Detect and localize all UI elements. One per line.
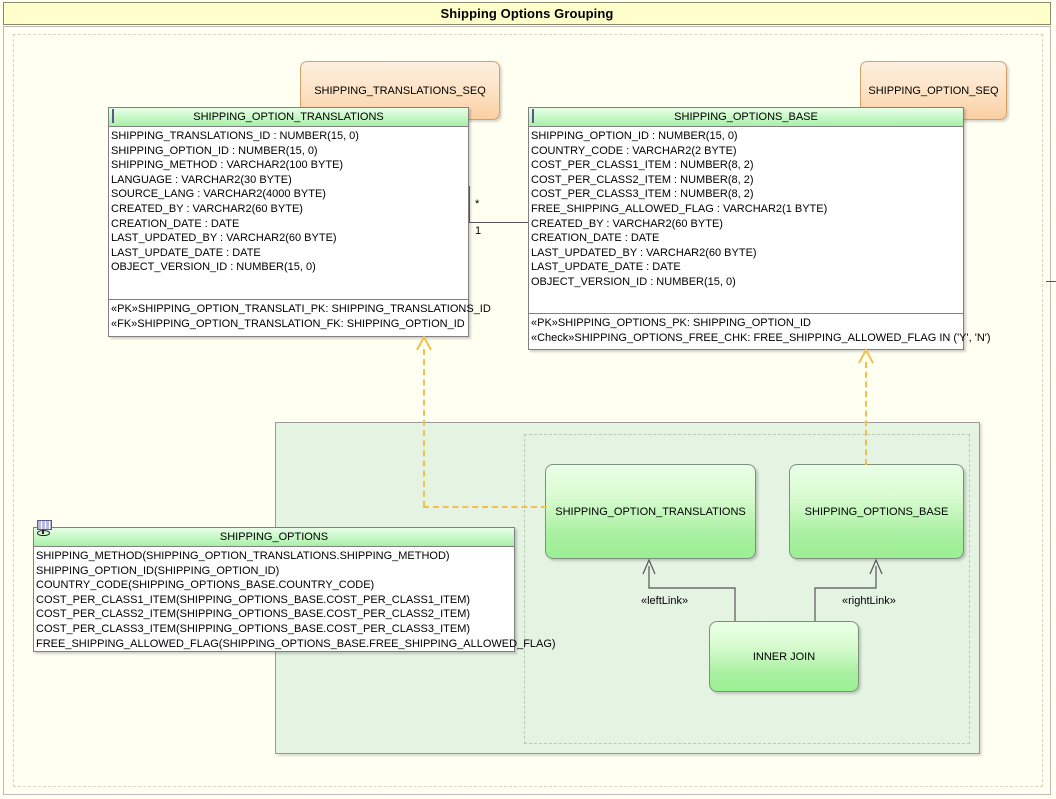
table-shipping-option-translations[interactable]: SHIPPING_OPTION_TRANSLATIONS SHIPPING_TR… [108,107,491,337]
column-row: CREATED_BY : VARCHAR2(60 BYTE) [111,202,303,215]
column-row: LAST_UPDATED_BY : VARCHAR2(60 BYTE) [111,232,337,245]
column-row: SHIPPING_OPTION_ID(SHIPPING_OPTION_ID) [36,564,280,577]
table-header: SHIPPING_OPTION_TRANSLATIONS [109,108,468,127]
table-shipping-options-base[interactable]: SHIPPING_OPTIONS_BASE SHIPPING_OPTION_ID… [528,107,991,350]
column-row: COUNTRY_CODE(SHIPPING_OPTIONS_BASE.COUNT… [36,579,375,592]
column-row: SHIPPING_OPTION_ID : NUMBER(15, 0) [531,130,738,142]
association-source-multiplicity: * [475,198,480,210]
sequence-label: SHIPPING_OPTION_SEQ [868,84,999,97]
dependency-left-horizontal[interactable] [423,506,547,508]
column-row: OBJECT_VERSION_ID : NUMBER(15, 0) [111,261,316,274]
view-columns: SHIPPING_METHOD(SHIPPING_OPTION_TRANSLAT… [34,547,556,651]
offscreen-connector-stub [1046,281,1056,282]
column-row: SOURCE_LANG : VARCHAR2(4000 BYTE) [111,188,326,201]
association-line-vertical[interactable] [469,186,470,222]
join-node-label: SHIPPING_OPTION_TRANSLATIONS [555,505,746,518]
column-row: SHIPPING_METHOD(SHIPPING_OPTION_TRANSLAT… [36,550,450,562]
column-row: COST_PER_CLASS3_ITEM : NUMBER(8, 2) [531,188,754,201]
constraint-row: «PK»SHIPPING_OPTION_TRANSLATI_PK: SHIPPI… [111,303,491,315]
column-row: COST_PER_CLASS1_ITEM(SHIPPING_OPTIONS_BA… [36,593,471,606]
join-node-shipping-option-translations[interactable]: SHIPPING_OPTION_TRANSLATIONS [545,464,756,559]
join-node-label: INNER JOIN [752,650,816,663]
join-node-label: SHIPPING_OPTIONS_BASE [804,505,949,518]
constraint-row: «FK»SHIPPING_OPTION_TRANSLATION_FK: SHIP… [111,317,465,330]
column-row: LANGUAGE : VARCHAR2(30 BYTE) [111,173,292,186]
dependency-left-vertical[interactable] [423,349,425,507]
sequence-label: SHIPPING_TRANSLATIONS_SEQ [314,84,486,97]
view-header: SHIPPING_OPTIONS [34,520,514,547]
association-target-multiplicity: 1 [475,225,482,237]
table-columns: SHIPPING_OPTION_ID : NUMBER(15, 0) COUNT… [529,127,963,313]
column-row: COST_PER_CLASS3_ITEM(SHIPPING_OPTIONS_BA… [36,622,471,635]
column-row: LAST_UPDATE_DATE : DATE [111,246,261,259]
column-row: OBJECT_VERSION_ID : NUMBER(15, 0) [531,275,736,288]
column-row: LAST_UPDATED_BY : VARCHAR2(60 BYTE) [531,246,757,259]
constraint-row: «PK»SHIPPING_OPTIONS_PK: SHIPPING_OPTION… [531,317,811,329]
dependency-right-vertical[interactable] [865,362,867,465]
join-group-inner-boundary [524,434,970,744]
edge-label-right-link: «rightLink» [842,595,896,607]
table-header: SHIPPING_OPTIONS_BASE [529,108,963,127]
constraint-row: «Check»SHIPPING_OPTIONS_FREE_CHK: FREE_S… [531,331,991,344]
table-name: SHIPPING_OPTION_TRANSLATIONS [193,111,384,123]
table-name: SHIPPING_OPTIONS_BASE [674,111,818,123]
view-shipping-options[interactable]: SHIPPING_OPTIONS SHIPPING_METHOD(SHIPPIN… [33,520,556,652]
column-row: CREATION_DATE : DATE [531,232,660,245]
join-node-inner-join[interactable]: INNER JOIN [709,621,859,692]
table-grid-icon [532,109,534,123]
column-row: COST_PER_CLASS1_ITEM : NUMBER(8, 2) [531,159,754,172]
column-row: LAST_UPDATE_DATE : DATE [531,261,681,274]
join-node-shipping-options-base[interactable]: SHIPPING_OPTIONS_BASE [789,464,964,559]
edge-label-left-link: «leftLink» [641,595,689,607]
table-grid-icon [112,109,114,123]
column-row: FREE_SHIPPING_ALLOWED_FLAG : VARCHAR2(1 … [531,202,828,215]
column-row: COST_PER_CLASS2_ITEM : NUMBER(8, 2) [531,173,754,186]
column-row: CREATED_BY : VARCHAR2(60 BYTE) [531,217,723,230]
column-row: COST_PER_CLASS2_ITEM(SHIPPING_OPTIONS_BA… [36,608,471,621]
association-line-horizontal[interactable] [469,222,528,223]
column-row: COUNTRY_CODE : VARCHAR2(2 BYTE) [531,144,737,157]
view-name: SHIPPING_OPTIONS [219,531,329,543]
column-row: CREATION_DATE : DATE [111,217,240,230]
table-constraints: «PK»SHIPPING_OPTIONS_PK: SHIPPING_OPTION… [529,313,991,347]
diagram-title-bar: Shipping Options Grouping [3,2,1051,25]
table-columns: SHIPPING_TRANSLATIONS_ID : NUMBER(15, 0)… [109,127,468,299]
table-constraints: «PK»SHIPPING_OPTION_TRANSLATI_PK: SHIPPI… [109,299,491,333]
column-row: SHIPPING_OPTION_ID : NUMBER(15, 0) [111,144,318,157]
page-title: Shipping Options Grouping [440,6,614,21]
column-row: SHIPPING_METHOD : VARCHAR2(100 BYTE) [111,159,344,172]
column-row: SHIPPING_TRANSLATIONS_ID : NUMBER(15, 0) [111,130,359,142]
column-row: FREE_SHIPPING_ALLOWED_FLAG(SHIPPING_OPTI… [36,637,556,650]
